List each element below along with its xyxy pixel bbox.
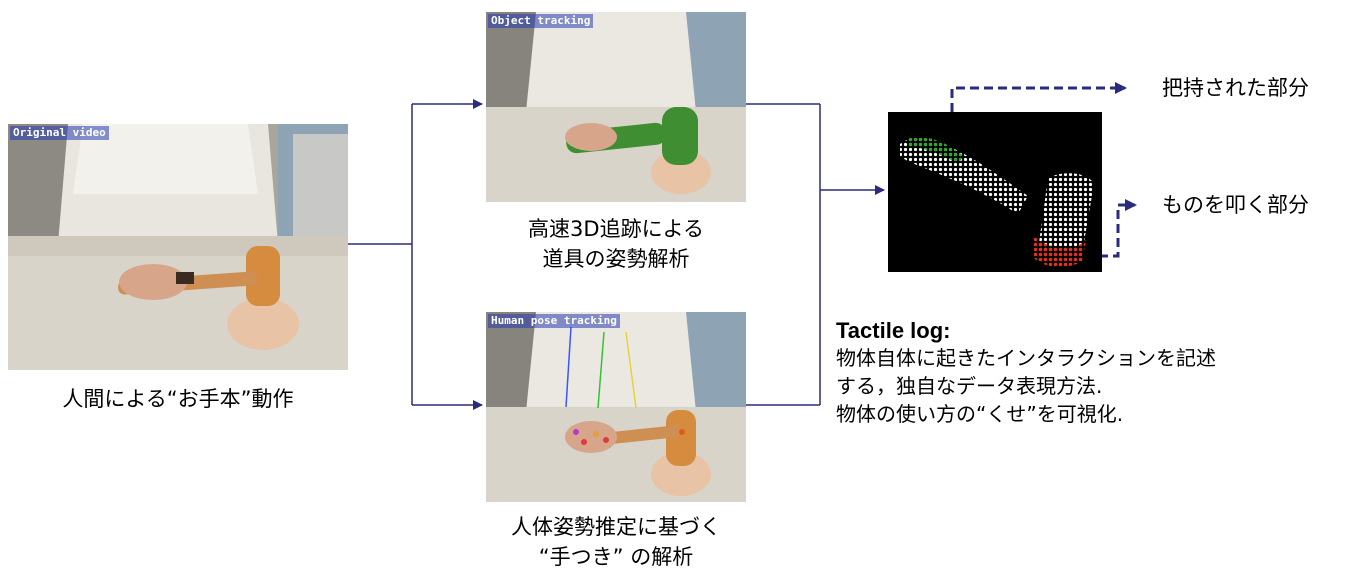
object-tracking-scene	[486, 12, 746, 202]
tactile-log-desc-line3: 物体の使い方の“くせ”を可視化.	[836, 402, 1124, 426]
human-pose-frame: Human pose tracking	[486, 312, 746, 502]
original-video-scene	[8, 124, 348, 370]
tactile-log-visual	[888, 112, 1102, 272]
grasped-part-label: 把持された部分	[1162, 76, 1309, 100]
human-pose-caption-line2: “手つき” の解析	[538, 545, 694, 569]
original-video-caption: 人間による“お手本”動作	[62, 387, 294, 411]
tactile-log-desc-line2: する，独自なデータ表現方法.	[836, 374, 1103, 398]
human-pose-scene	[486, 312, 746, 502]
object-tracking-tag: Object tracking	[488, 14, 594, 28]
original-video-frame: Original video	[8, 124, 348, 370]
striking-part-label: ものを叩く部分	[1162, 193, 1309, 217]
object-tracking-caption-line2: 道具の姿勢解析	[542, 247, 690, 271]
object-tracking-frame: Object tracking	[486, 12, 746, 202]
object-tracking-caption-line1: 高速3D追跡による	[528, 217, 704, 241]
tactile-log-pointcloud	[900, 136, 1094, 267]
tactile-log-title: Tactile log:	[836, 318, 951, 343]
human-pose-caption-line1: 人体姿勢推定に基づく	[511, 515, 721, 539]
human-pose-tag: Human pose tracking	[488, 314, 620, 328]
original-video-tag: Original video	[10, 126, 109, 140]
tactile-log-desc-line1: 物体自体に起きたインタラクションを記述	[836, 346, 1216, 370]
